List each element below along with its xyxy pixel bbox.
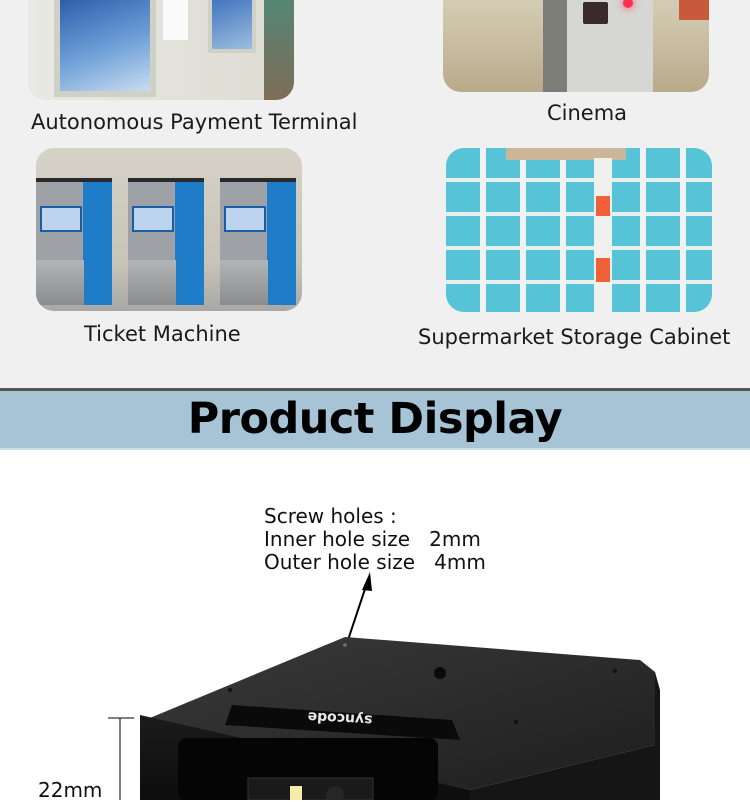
caption-cinema: Cinema xyxy=(547,101,628,125)
note-outer-hole: Outer hole size 4mm xyxy=(264,550,486,574)
brand-label: syncode xyxy=(307,708,373,727)
arrow-icon xyxy=(347,572,372,641)
cinema-gate-photo xyxy=(443,0,709,92)
product-display-banner: Product Display xyxy=(0,391,750,450)
note-title: Screw holes : xyxy=(264,504,397,528)
application-scenarios-section: Autonomous Payment Terminal Cinema Ticke… xyxy=(0,0,750,388)
banner-title: Product Display xyxy=(187,394,563,444)
caption-ticket-machine: Ticket Machine xyxy=(84,322,241,346)
ticket-machine-photo xyxy=(36,148,302,311)
height-dimension-label: 22mm xyxy=(38,778,103,802)
height-dimension-line xyxy=(108,717,134,800)
section-divider xyxy=(0,388,750,391)
caption-payment-terminal: Autonomous Payment Terminal xyxy=(31,110,358,134)
note-inner-hole: Inner hole size 2mm xyxy=(264,527,481,551)
storage-cabinet-photo xyxy=(446,148,712,312)
caption-storage-cabinet: Supermarket Storage Cabinet xyxy=(418,325,731,349)
payment-terminal-photo xyxy=(28,0,294,100)
